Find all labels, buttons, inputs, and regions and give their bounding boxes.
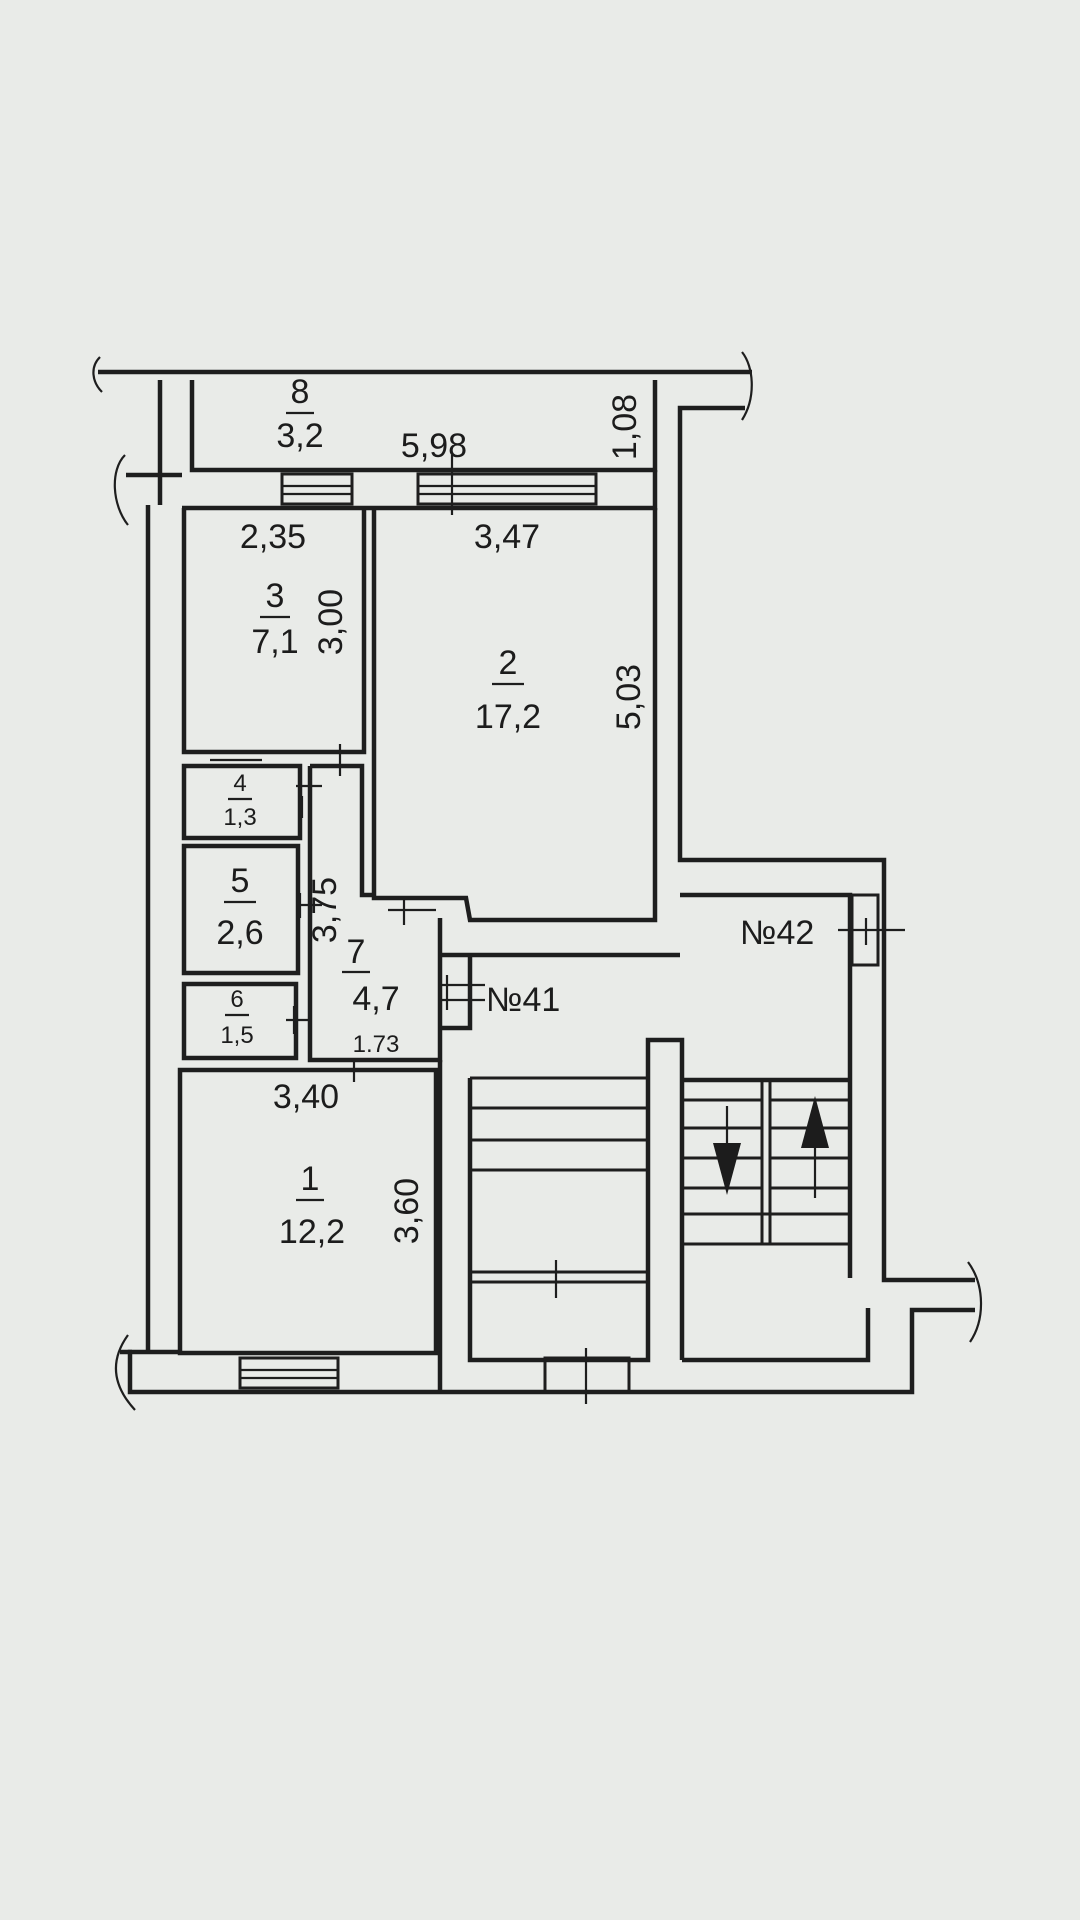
room-1-label: 1 12,2 [279, 1160, 345, 1251]
dimension-room-3-depth: 3,00 [312, 589, 350, 655]
room-3-wall [181, 508, 367, 755]
break-line-left [113, 454, 129, 526]
window-room-2 [416, 455, 598, 515]
landing-inner-wall [440, 955, 473, 1031]
break-line-top-left [92, 356, 103, 393]
svg-text:1,3: 1,3 [223, 804, 256, 831]
dimension-corridor-width: 1.73 [353, 1031, 400, 1058]
dimension-room-2-width: 3,47 [474, 518, 540, 556]
svg-text:4: 4 [233, 770, 246, 797]
dimension-room-2-depth: 5,03 [610, 664, 648, 730]
room-7-walls [307, 763, 443, 1063]
svg-text:3,2: 3,2 [276, 417, 323, 455]
svg-text:2: 2 [499, 644, 518, 682]
svg-text:2,6: 2,6 [216, 914, 263, 952]
room-2-label: 2 17,2 [475, 644, 541, 736]
room-1-walls [177, 1067, 439, 1356]
svg-text:3: 3 [266, 577, 285, 615]
svg-text:1: 1 [301, 1160, 320, 1198]
room-3-label: 3 7,1 [251, 577, 298, 661]
room-4-label: 4 1,3 [223, 770, 256, 831]
svg-text:4,7: 4,7 [352, 980, 399, 1018]
room-8-label: 8 3,2 [276, 373, 323, 455]
arrow-up-icon [801, 1096, 829, 1198]
landing-walls [437, 892, 853, 1392]
svg-text:7: 7 [347, 933, 366, 971]
dimension-balcony-length: 5,98 [401, 427, 467, 465]
break-line-bottom-left [114, 1334, 136, 1411]
window-room-3 [280, 472, 354, 506]
exterior-wall-east [677, 405, 975, 1283]
window-room-1 [238, 1356, 340, 1390]
stair-flight-right [682, 1077, 871, 1363]
room-4-wall [181, 763, 303, 841]
room-5-label: 5 2,6 [216, 862, 263, 952]
door-ticks [286, 744, 905, 1082]
svg-text:8: 8 [291, 373, 310, 411]
stair-treads-left [470, 1076, 648, 1298]
dimension-balcony-depth: 1,08 [606, 394, 644, 460]
apartment-42-label: №42 [740, 914, 814, 952]
svg-text:12,2: 12,2 [279, 1213, 345, 1251]
room-6-wall [181, 981, 299, 1061]
balcony-outline [189, 380, 658, 473]
room-5-wall [181, 843, 301, 976]
dimension-room-1-width: 3,40 [273, 1078, 339, 1116]
svg-text:6: 6 [230, 986, 243, 1013]
dimension-corridor-length: 3,75 [306, 877, 344, 943]
svg-text:5: 5 [231, 862, 250, 900]
entrance-door [543, 1348, 631, 1404]
apartment-41-label: №41 [486, 981, 560, 1019]
dimension-room-1-depth: 3,60 [388, 1178, 426, 1244]
arrow-down-icon [713, 1106, 741, 1195]
room-7-label: 7 4,7 [342, 933, 400, 1018]
stair-flight-left [467, 1037, 685, 1363]
svg-text:7,1: 7,1 [251, 623, 298, 661]
room-6-label: 6 1,5 [220, 986, 253, 1049]
break-line-top-right [741, 351, 753, 421]
break-line-right [967, 1261, 983, 1343]
svg-text:17,2: 17,2 [475, 698, 541, 736]
room-2-walls [371, 508, 658, 923]
dimension-room-3-width: 2,35 [240, 518, 306, 556]
stair-treads-right [682, 1078, 850, 1246]
svg-text:1,5: 1,5 [220, 1022, 253, 1049]
